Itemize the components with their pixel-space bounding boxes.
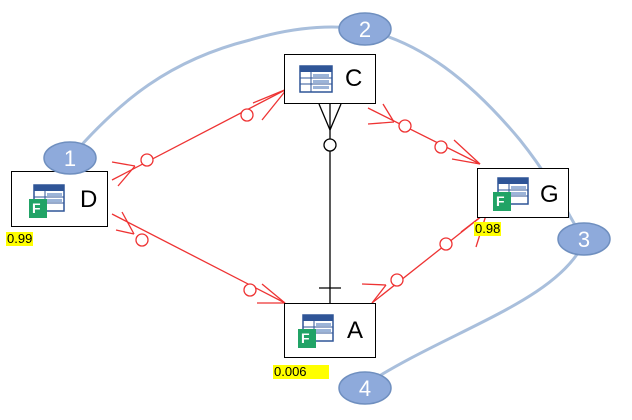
crow-foot [121,211,135,235]
marker-label-1: 1 [64,146,76,171]
table-icon [299,65,333,93]
marker-label-2: 2 [359,17,371,42]
relationship-c-g [367,103,481,165]
crow-foot [261,88,288,121]
optional-circle [439,237,453,251]
optional-circle [434,140,448,154]
score-label-g: 0.98 [474,221,502,236]
node-label-a: A [347,317,364,344]
step-marker-4: 4 [338,371,392,405]
node-label-c: C [345,65,363,92]
crow-foot [117,165,136,187]
table-form-icon [493,177,529,211]
optional-circle-c [323,138,337,152]
crow-foot [261,283,286,304]
table-node-d[interactable]: F D [11,171,108,227]
optional-circle [140,153,154,167]
score-label-d: 0.99 [6,231,34,246]
crow-foot [111,161,136,167]
score-label-a: 0.006 [273,365,329,379]
table-node-c[interactable]: C [284,54,376,104]
crow-foot-c-right [329,103,342,131]
optional-circle [135,233,149,247]
crow-foot [451,158,481,165]
marker-label-4: 4 [359,376,371,401]
crow-foot [453,139,481,165]
crow-foot [361,283,387,286]
optional-circle [390,273,404,287]
table-node-a[interactable]: F A [284,303,376,358]
optional-circle [398,119,412,133]
step-marker-2: 2 [338,12,392,46]
crow-foot-c-left [318,103,331,131]
form-badge-letter: F [496,193,505,209]
crow-foot [371,284,387,304]
relationship-d-c [111,88,288,187]
step-marker-1: 1 [43,141,97,175]
table-node-g[interactable]: F G [477,168,569,218]
crow-foot [252,88,288,104]
step-marker-3: 3 [557,222,611,256]
marker-label-3: 3 [578,227,590,252]
optional-circle [240,108,254,122]
table-form-icon [298,314,334,348]
optional-circle [243,283,257,297]
table-form-icon [29,184,65,218]
node-label-g: G [540,181,559,208]
route-path [68,25,587,385]
form-badge-letter: F [301,330,310,346]
node-label-d: D [80,186,98,213]
form-badge-letter: F [32,200,41,216]
crow-foot [367,121,395,125]
relationship-a-g [361,211,488,304]
crow-foot [382,103,395,123]
relationship-d-a [111,211,286,304]
crow-foot [115,229,135,235]
